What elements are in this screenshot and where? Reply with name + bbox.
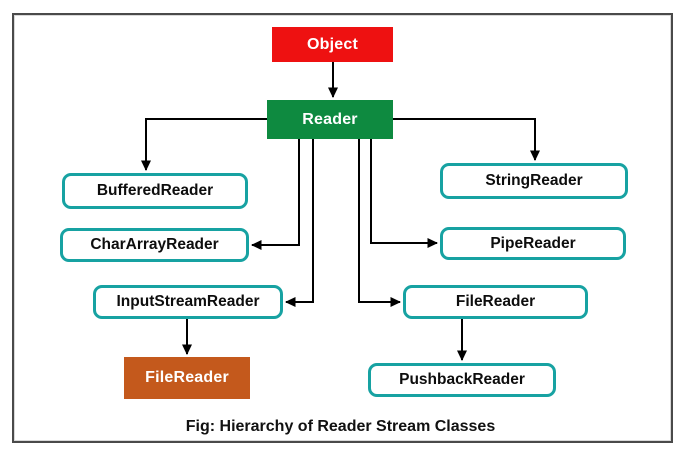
node-object: Object <box>272 27 393 62</box>
node-input-stream-reader: InputStreamReader <box>93 285 283 319</box>
node-string-reader: StringReader <box>440 163 628 199</box>
node-char-array-reader: CharArrayReader <box>60 228 249 262</box>
node-pushback-reader: PushbackReader <box>368 363 556 397</box>
node-reader: Reader <box>267 100 393 139</box>
node-pipe-reader: PipeReader <box>440 227 626 260</box>
node-file-reader: FileReader <box>403 285 588 319</box>
node-file-reader-subclass: FileReader <box>124 357 250 399</box>
figure-caption: Fig: Hierarchy of Reader Stream Classes <box>185 418 496 435</box>
node-buffered-reader: BufferedReader <box>62 173 248 209</box>
